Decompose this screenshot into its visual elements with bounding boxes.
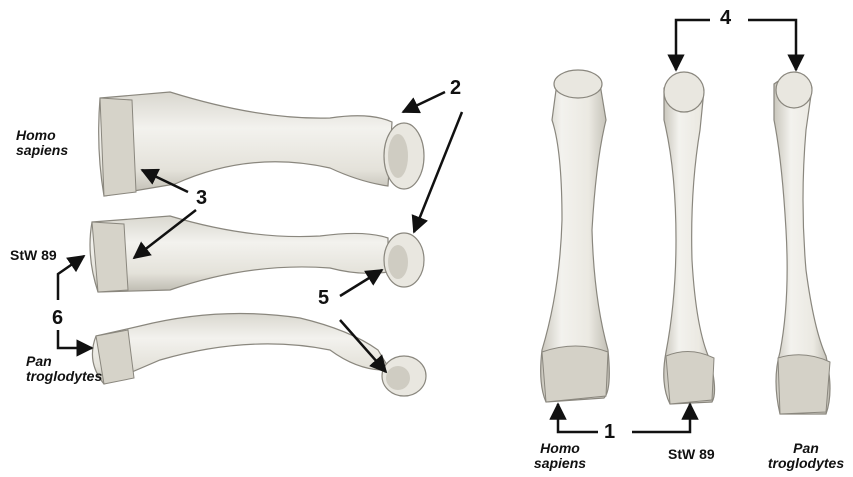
bone-homo-dorsal xyxy=(541,70,610,402)
arrow-2-to-homo xyxy=(403,92,445,112)
arrow-5-to-stw xyxy=(340,270,382,296)
left-panel xyxy=(58,92,462,396)
left-pan-line1: Pan xyxy=(26,354,102,369)
arrow-6-to-pan xyxy=(58,330,92,348)
marker-1: 1 xyxy=(604,422,615,443)
left-label-pan: Pan troglodytes xyxy=(26,354,102,383)
right-pan-line2: troglodytes xyxy=(764,456,848,471)
left-pan-line2: troglodytes xyxy=(26,369,102,384)
arrow-6-to-stw xyxy=(58,256,84,300)
bone-pan-dorsal xyxy=(774,72,830,414)
right-panel xyxy=(541,20,830,432)
right-homo-line1: Homo xyxy=(532,441,588,456)
right-pan-line1: Pan xyxy=(764,441,848,456)
bone-stw89-dorsal xyxy=(664,72,715,404)
marker-4: 4 xyxy=(720,8,731,29)
left-homo-line2: sapiens xyxy=(16,143,68,158)
right-label-pan: Pan troglodytes xyxy=(764,441,848,470)
arrow-4-to-pan xyxy=(748,20,796,70)
marker-2: 2 xyxy=(450,78,461,99)
right-label-homo: Homo sapiens xyxy=(532,441,588,470)
marker-3: 3 xyxy=(196,188,207,209)
marker-5: 5 xyxy=(318,288,329,309)
left-homo-line1: Homo xyxy=(16,128,68,143)
arrow-1-to-homo xyxy=(558,404,598,432)
marker-6: 6 xyxy=(52,308,63,329)
left-label-stw89: StW 89 xyxy=(10,248,57,263)
right-homo-line2: sapiens xyxy=(532,456,588,471)
left-label-homo: Homo sapiens xyxy=(16,128,68,157)
arrow-1-to-stw xyxy=(632,404,690,432)
bone-pan-lateral xyxy=(92,314,426,397)
bone-homo-lateral xyxy=(99,92,424,196)
right-label-stw89: StW 89 xyxy=(668,447,715,462)
arrow-4-to-stw xyxy=(676,20,710,70)
